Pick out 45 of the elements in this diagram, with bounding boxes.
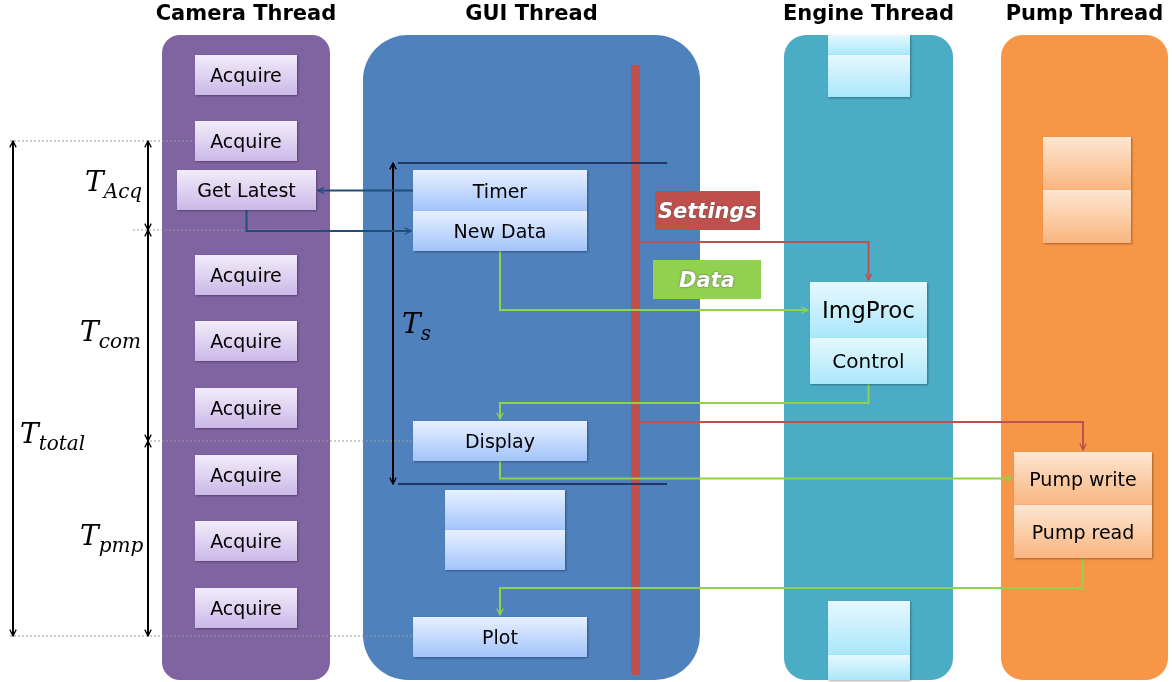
time-label: T$_{pmp}$ <box>80 522 144 555</box>
process-box: Acquire <box>195 55 297 95</box>
empty-box <box>828 601 910 655</box>
empty-box <box>828 55 910 97</box>
process-box: New Data <box>413 211 587 251</box>
arrow <box>639 241 873 281</box>
empty-box <box>828 655 910 680</box>
process-box: Acquire <box>195 521 297 561</box>
signal-bar <box>631 65 640 675</box>
process-box: Acquire <box>195 588 297 628</box>
arrow <box>496 383 870 420</box>
process-box: Acquire <box>195 455 297 495</box>
process-box: Acquire <box>195 121 297 161</box>
arrow <box>499 250 809 314</box>
process-box: Control <box>810 338 927 384</box>
empty-box <box>445 530 565 570</box>
process-box: ImgProc <box>810 282 927 338</box>
process-box: Display <box>413 421 587 461</box>
process-box: Plot <box>413 617 587 657</box>
lane-heading: GUI Thread <box>465 1 598 25</box>
lane-heading: Camera Thread <box>155 1 337 25</box>
time-label: T$_{total}$ <box>20 420 86 453</box>
lane-heading: Engine Thread <box>782 1 955 25</box>
arrow <box>639 421 1087 451</box>
arrow <box>496 557 1084 616</box>
process-box: Acquire <box>195 321 297 361</box>
time-label: T$_{s}$ <box>402 310 431 343</box>
arrow <box>499 460 1013 483</box>
tag-label: Settings <box>655 191 760 230</box>
process-box: Acquire <box>195 255 297 295</box>
process-box: Pump read <box>1014 505 1152 558</box>
process-box: Acquire <box>195 388 297 428</box>
time-label: T$_{com}$ <box>80 318 141 351</box>
arrow <box>317 186 414 195</box>
process-box: Timer <box>413 170 587 211</box>
lane-heading: Pump Thread <box>1005 1 1164 25</box>
empty-box <box>445 490 565 530</box>
time-label: T$_{Acq}$ <box>85 168 143 201</box>
process-box: Pump write <box>1014 452 1152 505</box>
tag-label: Data <box>653 260 761 299</box>
process-box: Get Latest <box>177 170 316 210</box>
arrow <box>245 209 412 235</box>
empty-box <box>1043 137 1131 190</box>
empty-box <box>1043 190 1131 243</box>
empty-box <box>828 35 910 55</box>
